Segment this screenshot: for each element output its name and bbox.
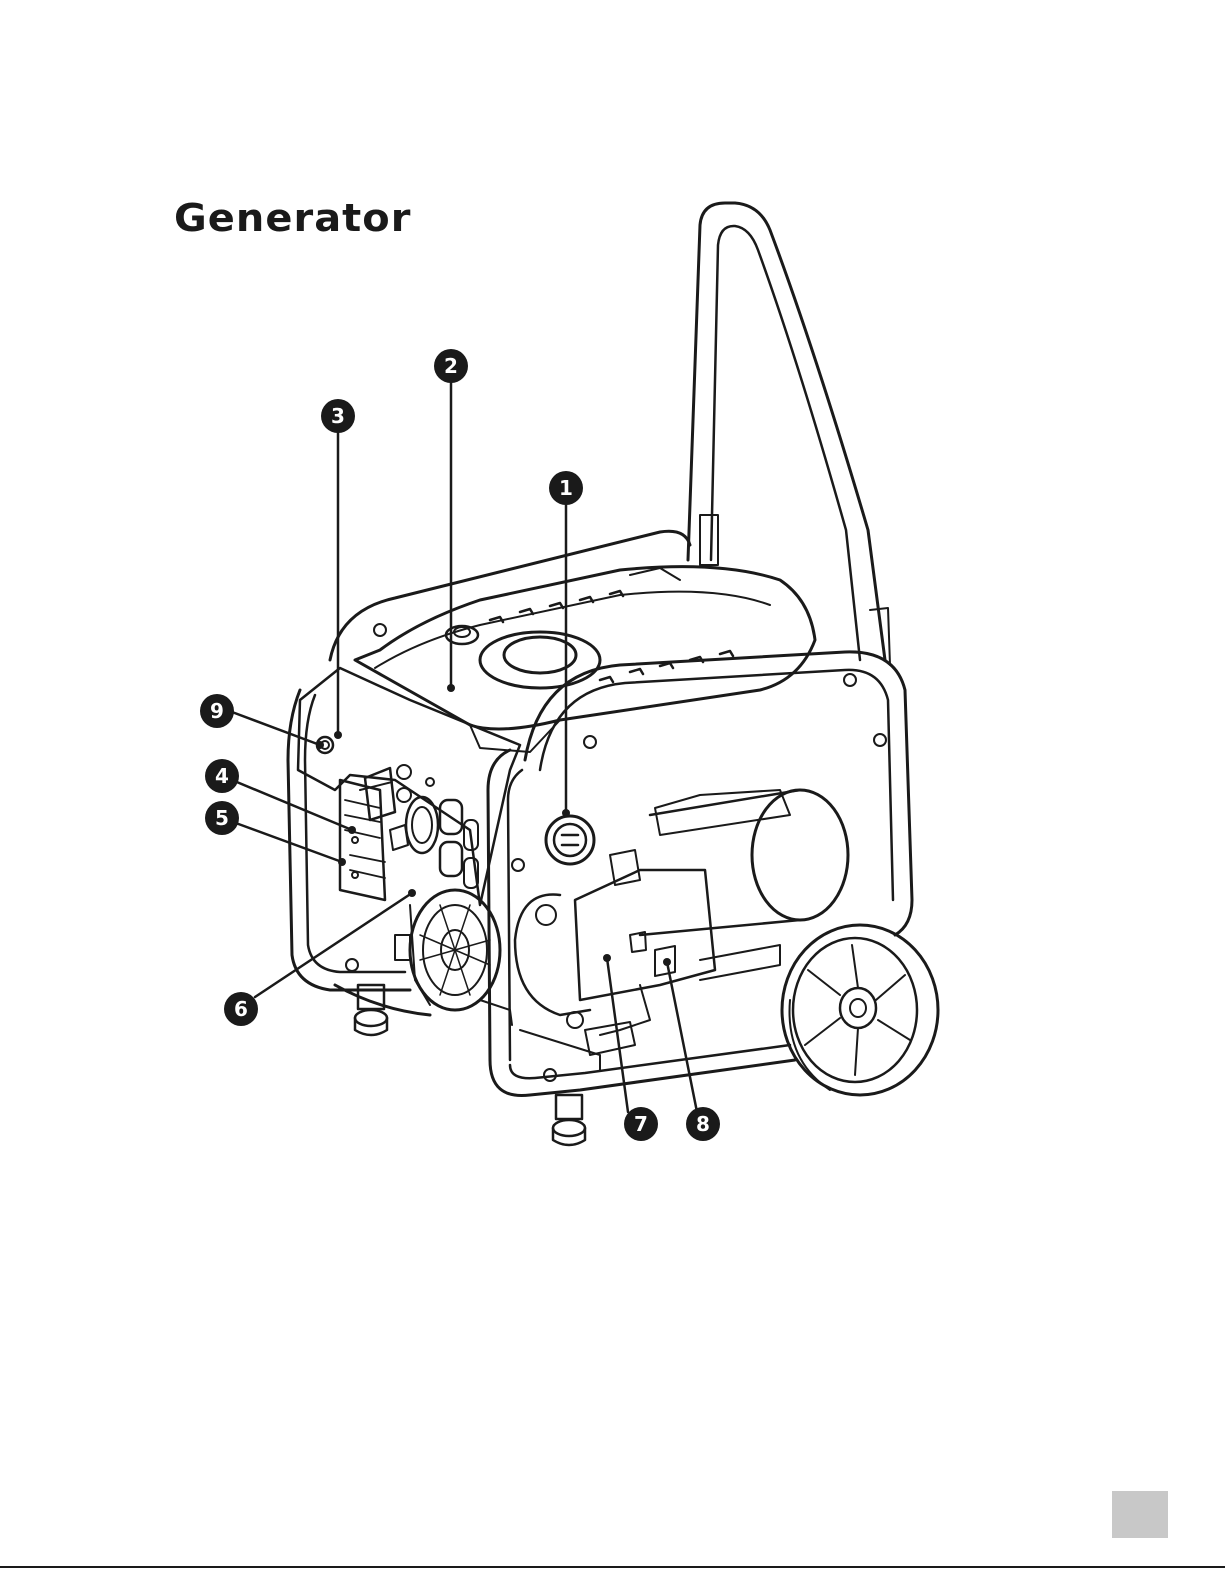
callout-2: 2 (434, 349, 468, 383)
leader-line-6 (255, 893, 412, 997)
callout-6: 6 (224, 992, 258, 1026)
callout-9: 9 (200, 694, 234, 728)
handle-drawing (688, 203, 890, 665)
page-tab (1112, 1491, 1168, 1538)
callout-5-label: 5 (215, 806, 229, 830)
wheel-drawing (782, 925, 938, 1095)
callout-2-label: 2 (444, 354, 458, 378)
leader-endpoints (316, 684, 671, 966)
callout-7: 7 (624, 1107, 658, 1141)
callout-5: 5 (205, 801, 239, 835)
page-divider (0, 1566, 1225, 1568)
callout-3-label: 3 (331, 404, 345, 428)
callout-9-label: 9 (210, 699, 224, 723)
callout-4-label: 4 (215, 764, 229, 788)
callout-1: 1 (549, 471, 583, 505)
leader-line-4 (232, 780, 352, 830)
callout-3: 3 (321, 399, 355, 433)
breaker-drawing (512, 816, 594, 871)
leader-lines (232, 378, 697, 1112)
leader-line-7 (607, 958, 628, 1112)
callout-7-label: 7 (634, 1112, 648, 1136)
feet-drawing (346, 959, 585, 1145)
callout-6-label: 6 (234, 997, 248, 1021)
engine-drawing (340, 780, 512, 1025)
leader-line-8 (667, 962, 697, 1112)
fuel-tank-drawing (355, 567, 886, 752)
alternator-drawing (515, 790, 848, 1055)
callout-8: 8 (686, 1107, 720, 1141)
callout-1-label: 1 (559, 476, 573, 500)
callout-4: 4 (205, 759, 239, 793)
leader-line-5 (233, 822, 342, 862)
callout-8-label: 8 (696, 1112, 710, 1136)
